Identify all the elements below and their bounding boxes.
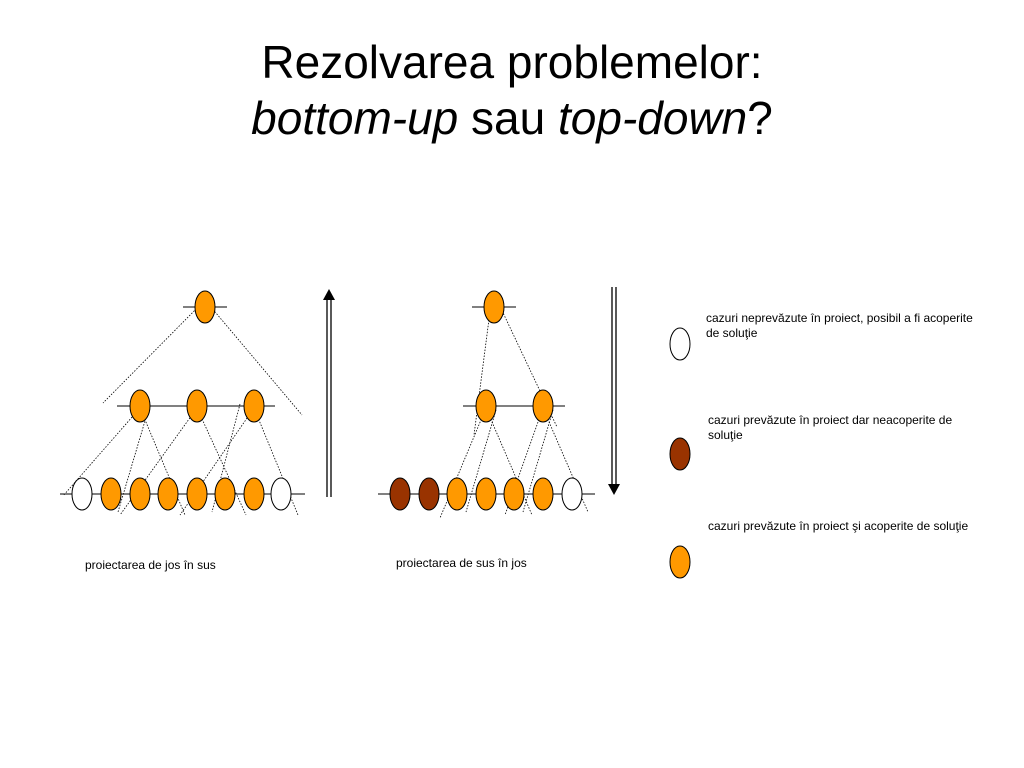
legend-text-covered: cazuri prevăzute în proiect şi acoperite…: [708, 519, 969, 533]
bottom-up-node-covered: [214, 477, 236, 511]
bottom-up-connector: [119, 407, 198, 516]
legend-text-unforeseen: cazuri neprevăzute în proiect, posibil a…: [706, 311, 973, 340]
bottom-up-tree: [60, 289, 335, 516]
top-down-connector: [504, 407, 544, 516]
top-down-node-covered: [475, 389, 497, 423]
top-down-node-uncovered: [418, 477, 440, 511]
top-down-node-covered: [483, 290, 505, 324]
bottom-up-node-covered: [129, 389, 151, 423]
title-line-1: Rezolvarea problemelor:: [261, 36, 763, 88]
legend-text-uncovered: cazuri prevăzute în proiect dar neacoper…: [708, 413, 953, 442]
title-question-mark: ?: [747, 92, 773, 144]
slide-title: Rezolvarea problemelor: bottom-up sau to…: [0, 34, 1024, 146]
bottom-up-node-covered: [243, 477, 265, 511]
title-bottom-up: bottom-up: [251, 92, 459, 144]
bottom-up-node-covered: [157, 477, 179, 511]
caption-top-down: proiectarea de sus în jos: [396, 556, 527, 570]
top-down-node-covered: [503, 477, 525, 511]
bottom-up-node-covered: [243, 389, 265, 423]
top-down-node-uncovered: [389, 477, 411, 511]
legend-symbol-unforeseen: [669, 327, 691, 361]
top-down-node-covered: [532, 477, 554, 511]
bottom-up-node-unforeseen: [71, 477, 93, 511]
bottom-up-connector: [117, 403, 151, 513]
title-sau: sau: [458, 92, 559, 144]
bottom-up-node-covered: [129, 477, 151, 511]
bottom-up-connector: [102, 299, 206, 404]
top-down-node-covered: [446, 477, 468, 511]
caption-bottom-up: proiectarea de jos în sus: [85, 558, 216, 572]
top-down-node-covered: [475, 477, 497, 511]
bottom-up-node-covered: [186, 477, 208, 511]
bottom-up-connector: [204, 299, 303, 416]
bottom-up-node-covered: [194, 290, 216, 324]
bottom-up-node-covered: [100, 477, 122, 511]
top-down-connector: [485, 407, 533, 516]
title-top-down: top-down: [558, 92, 748, 144]
up-arrow-icon: [323, 289, 335, 497]
legend-symbols: [669, 327, 691, 579]
legend-symbol-covered: [669, 545, 691, 579]
top-down-node-covered: [532, 389, 554, 423]
top-down-node-unforeseen: [561, 477, 583, 511]
down-arrow-icon: [608, 287, 620, 495]
title-line-2: bottom-up sau top-down?: [0, 90, 1024, 146]
bottom-up-node-unforeseen: [270, 477, 292, 511]
bottom-up-connectors: [62, 299, 303, 516]
legend-symbol-uncovered: [669, 437, 691, 471]
top-down-tree: [378, 287, 620, 519]
bottom-up-node-covered: [186, 389, 208, 423]
top-down-connector: [473, 295, 493, 436]
bottom-up-connector: [211, 403, 241, 513]
